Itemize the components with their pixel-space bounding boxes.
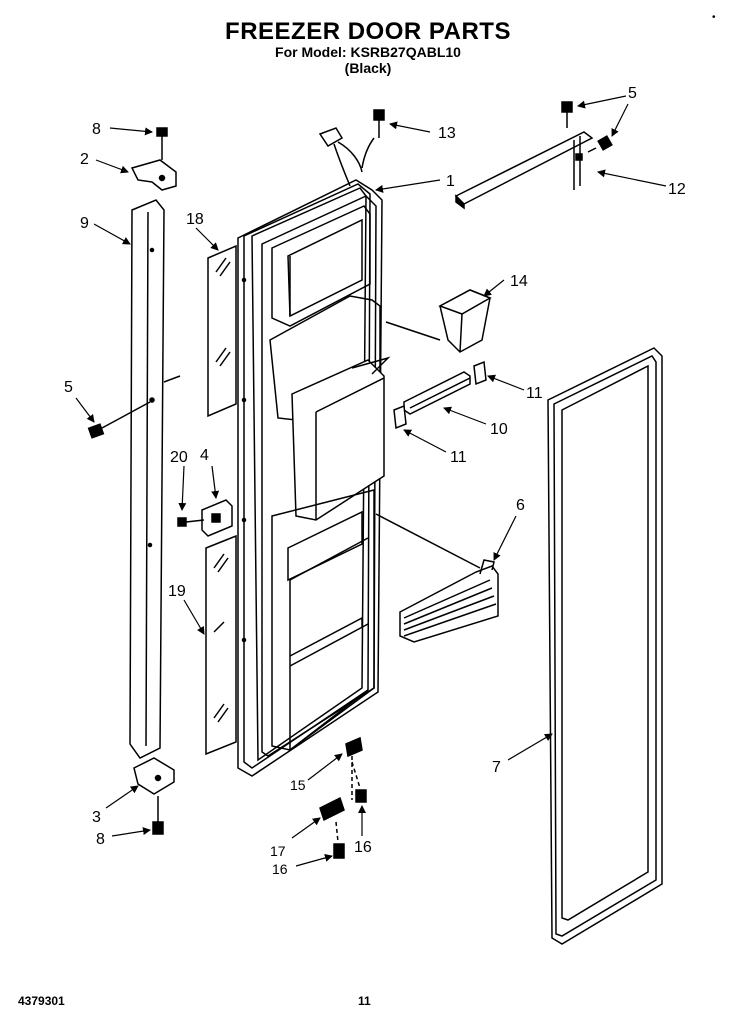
- door-handle: [129, 199, 181, 759]
- clip-11-lower: [393, 404, 407, 430]
- screw-20: [177, 517, 205, 527]
- color-line: (Black): [344, 60, 392, 76]
- door-gasket-7: [547, 347, 663, 945]
- callout-14: 14: [510, 273, 528, 290]
- callout-1: 1: [446, 173, 455, 190]
- callout-9: 9: [80, 215, 89, 232]
- screw-16-lower: [333, 821, 345, 859]
- callout-17: 17: [270, 843, 286, 859]
- leader-lines: [75, 95, 667, 867]
- dispenser-funnel-14: [351, 289, 492, 375]
- callout-7: 7: [492, 759, 501, 776]
- corner-mark: •: [712, 12, 716, 23]
- callout-12: 12: [668, 181, 686, 198]
- screw-13: [361, 109, 385, 169]
- document-number: 4379301: [18, 994, 65, 1008]
- handle-screw-left: [87, 401, 151, 439]
- callout-3: 3: [92, 809, 101, 826]
- page-title: FREEZER DOOR PARTS: [225, 18, 511, 45]
- callout-19: 19: [168, 583, 186, 600]
- callout-20: 20: [170, 449, 188, 466]
- callout-4: 4: [200, 447, 209, 464]
- trim-screw-side: [587, 135, 613, 153]
- callout-8-bottom: 8: [96, 831, 105, 848]
- callout-labels: 8 2 9 18 1 13 5 12 14 11 10 11 5 20 4 19…: [64, 85, 686, 877]
- callout-16-right: 16: [354, 839, 372, 856]
- hinge-screw-top: [156, 127, 168, 160]
- side-panel-upper: [207, 244, 237, 418]
- callout-6: 6: [516, 497, 525, 514]
- callout-11-lower: 11: [450, 449, 467, 466]
- callout-2: 2: [80, 151, 89, 168]
- light-strip-10: [403, 371, 471, 415]
- callout-16-lower: 16: [272, 861, 288, 877]
- bracket-17: [319, 796, 345, 822]
- callout-5-left: 5: [64, 379, 73, 396]
- ice-tray-6: [375, 513, 499, 643]
- callout-15: 15: [290, 777, 306, 793]
- top-trim-12: [454, 131, 594, 210]
- callout-5-top: 5: [628, 85, 637, 102]
- clip-11-upper: [473, 360, 487, 386]
- callout-13: 13: [438, 125, 456, 142]
- model-line: For Model: KSRB27QABL10: [275, 44, 461, 60]
- trim-screw-top: [561, 101, 573, 128]
- freezer-door-assembly: [237, 127, 385, 777]
- side-panel-lower: [205, 534, 237, 756]
- page-number: 11: [358, 994, 371, 1008]
- callout-8-top: 8: [92, 121, 101, 138]
- callout-18: 18: [186, 211, 204, 228]
- bracket-4: [201, 499, 233, 537]
- hinge-screw-bottom: [152, 796, 164, 835]
- callout-11-upper: 11: [526, 385, 543, 402]
- bottom-hinge: [133, 757, 175, 795]
- top-hinge: [130, 159, 177, 191]
- callout-10: 10: [490, 421, 508, 438]
- screw-16-right: [351, 761, 367, 803]
